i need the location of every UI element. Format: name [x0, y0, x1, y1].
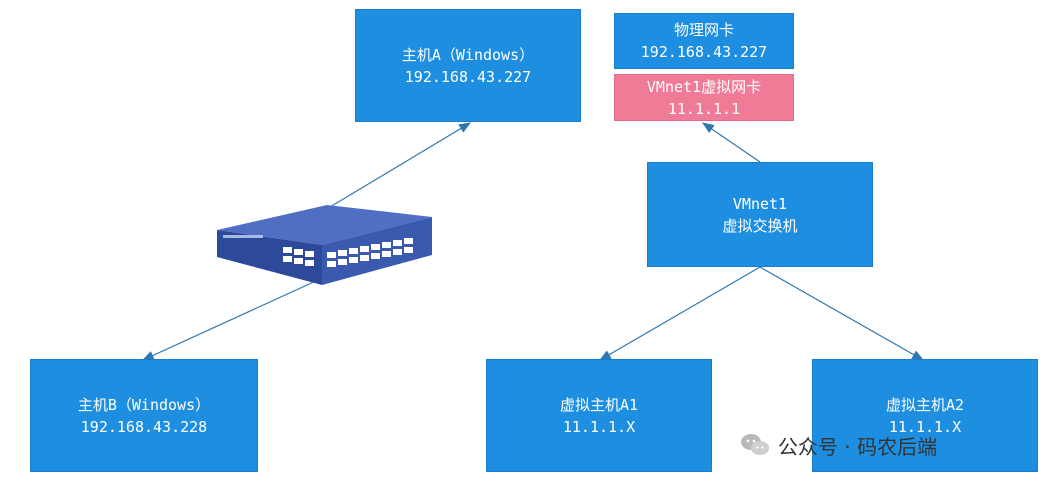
- vmnet1-switch-box: VMnet1 虚拟交换机: [647, 162, 873, 267]
- vmnet1-nic-box: VMnet1虚拟网卡 11.1.1.1: [614, 74, 794, 121]
- host-b-ip: 192.168.43.228: [80, 417, 208, 436]
- virtual-host-a1-box: 虚拟主机A1 11.1.1.X: [486, 359, 712, 472]
- link-vswitch-to-vmnet1-nic: [702, 122, 761, 163]
- link-vswitch-to-vhostA1: [598, 266, 761, 361]
- link-switch-to-hostA: [324, 122, 472, 211]
- physical-nic-ip: 192.168.43.227: [640, 43, 768, 61]
- host-b-name: 主机B（Windows）: [77, 395, 211, 414]
- vmnet1-nic-ip: 11.1.1.1: [667, 99, 741, 118]
- virtual-host-a1-name: 虚拟主机A1: [559, 395, 639, 414]
- physical-nic-box: 物理网卡 192.168.43.227: [614, 13, 794, 69]
- host-a-name: 主机A（Windows）: [401, 45, 535, 64]
- vmnet1-switch-type: 虚拟交换机: [722, 216, 798, 235]
- watermark-text: 公众号 · 码农后端: [778, 434, 938, 459]
- virtual-host-a2-ip: 11.1.1.X: [888, 417, 962, 436]
- virtual-host-a2-name: 虚拟主机A2: [885, 395, 965, 414]
- watermark: 公众号 · 码农后端: [740, 425, 937, 465]
- vmnet1-switch-name: VMnet1: [732, 194, 788, 213]
- wechat-icon: [741, 434, 769, 455]
- link-vswitch-to-vhostA2: [759, 266, 925, 361]
- host-a-ip: 192.168.43.227: [404, 67, 532, 86]
- network-switch-icon: [217, 205, 432, 285]
- virtual-host-a2-box: 虚拟主机A2 11.1.1.X: [812, 359, 1038, 472]
- link-switch-to-hostB: [141, 279, 319, 361]
- vmnet1-nic-name: VMnet1虚拟网卡: [646, 77, 762, 96]
- physical-nic-name: 物理网卡: [673, 21, 734, 39]
- host-b-box: 主机B（Windows） 192.168.43.228: [30, 359, 258, 472]
- virtual-host-a1-ip: 11.1.1.X: [562, 417, 636, 436]
- host-a-box: 主机A（Windows） 192.168.43.227: [355, 9, 581, 122]
